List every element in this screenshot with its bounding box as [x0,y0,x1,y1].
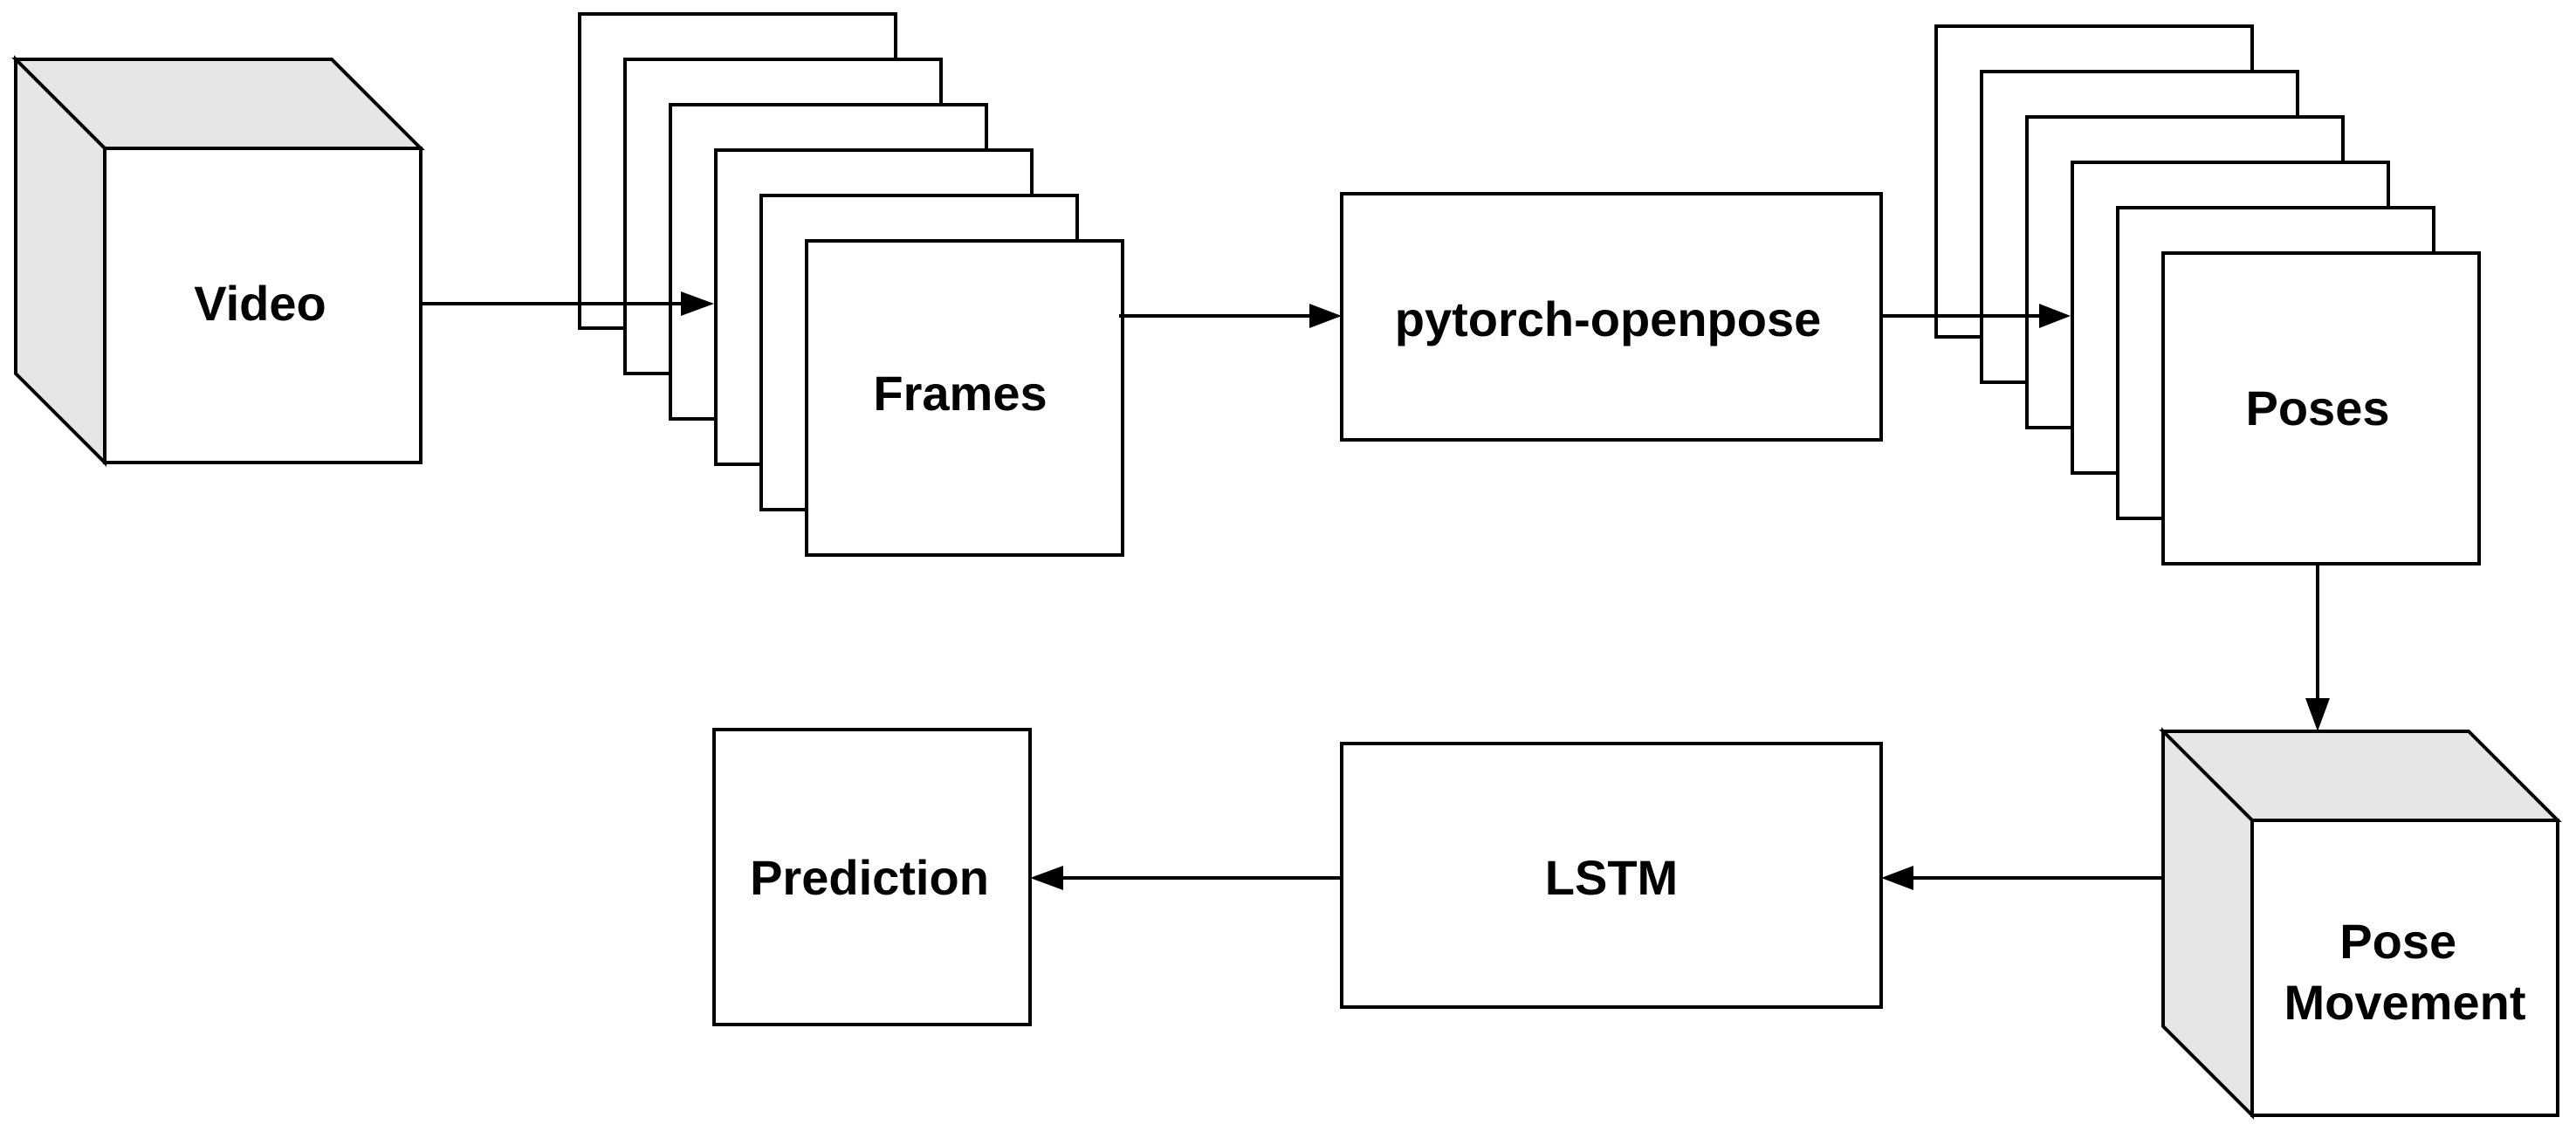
arrowhead-icon [1309,304,1342,328]
arrowhead-icon [2039,304,2071,328]
frames-label: Frames [873,366,1047,421]
edge-openpose-to-poses [1881,304,2071,328]
video-label: Video [194,276,326,331]
frame-card-6 [805,239,1124,557]
openpose-box [1340,192,1883,442]
pose-movement-cube-front [2250,819,2559,1117]
arrowhead-icon [1881,866,1913,890]
video-cube-front [103,147,422,464]
poses-stack [1934,24,2481,566]
video-cube-node: Video [11,55,425,467]
edge-video-to-frames [421,291,714,316]
lstm-box [1340,742,1883,1009]
arrowhead-icon [681,291,714,316]
poses-label: Poses [2246,380,2390,435]
arrowhead-icon [1030,866,1063,890]
pose-movement-label-line2: Movement [2284,975,2526,1030]
pose-card-6 [2161,251,2481,566]
pose-movement-label-line1: Pose [2339,914,2456,969]
openpose-node: pytorch-openpose [1340,192,1883,442]
edge-lstm-to-prediction [1030,866,1342,890]
frames-stack [578,12,1124,557]
edge-frames-to-openpose [1119,304,1342,328]
pose-movement-label: Pose Movement [2284,914,2526,1030]
arrowhead-icon [2305,698,2330,731]
prediction-node: Prediction [712,728,1032,1026]
lstm-node: LSTM [1340,742,1883,1009]
prediction-label: Prediction [750,850,989,905]
pose-movement-cube-node: Pose Movement [2159,727,2562,1120]
edge-poses-to-pose-movement [2305,562,2330,731]
prediction-box [712,728,1032,1026]
lstm-label: LSTM [1545,850,1678,905]
edge-pose-movement-to-lstm [1881,866,2163,890]
openpose-label: pytorch-openpose [1395,291,1821,346]
